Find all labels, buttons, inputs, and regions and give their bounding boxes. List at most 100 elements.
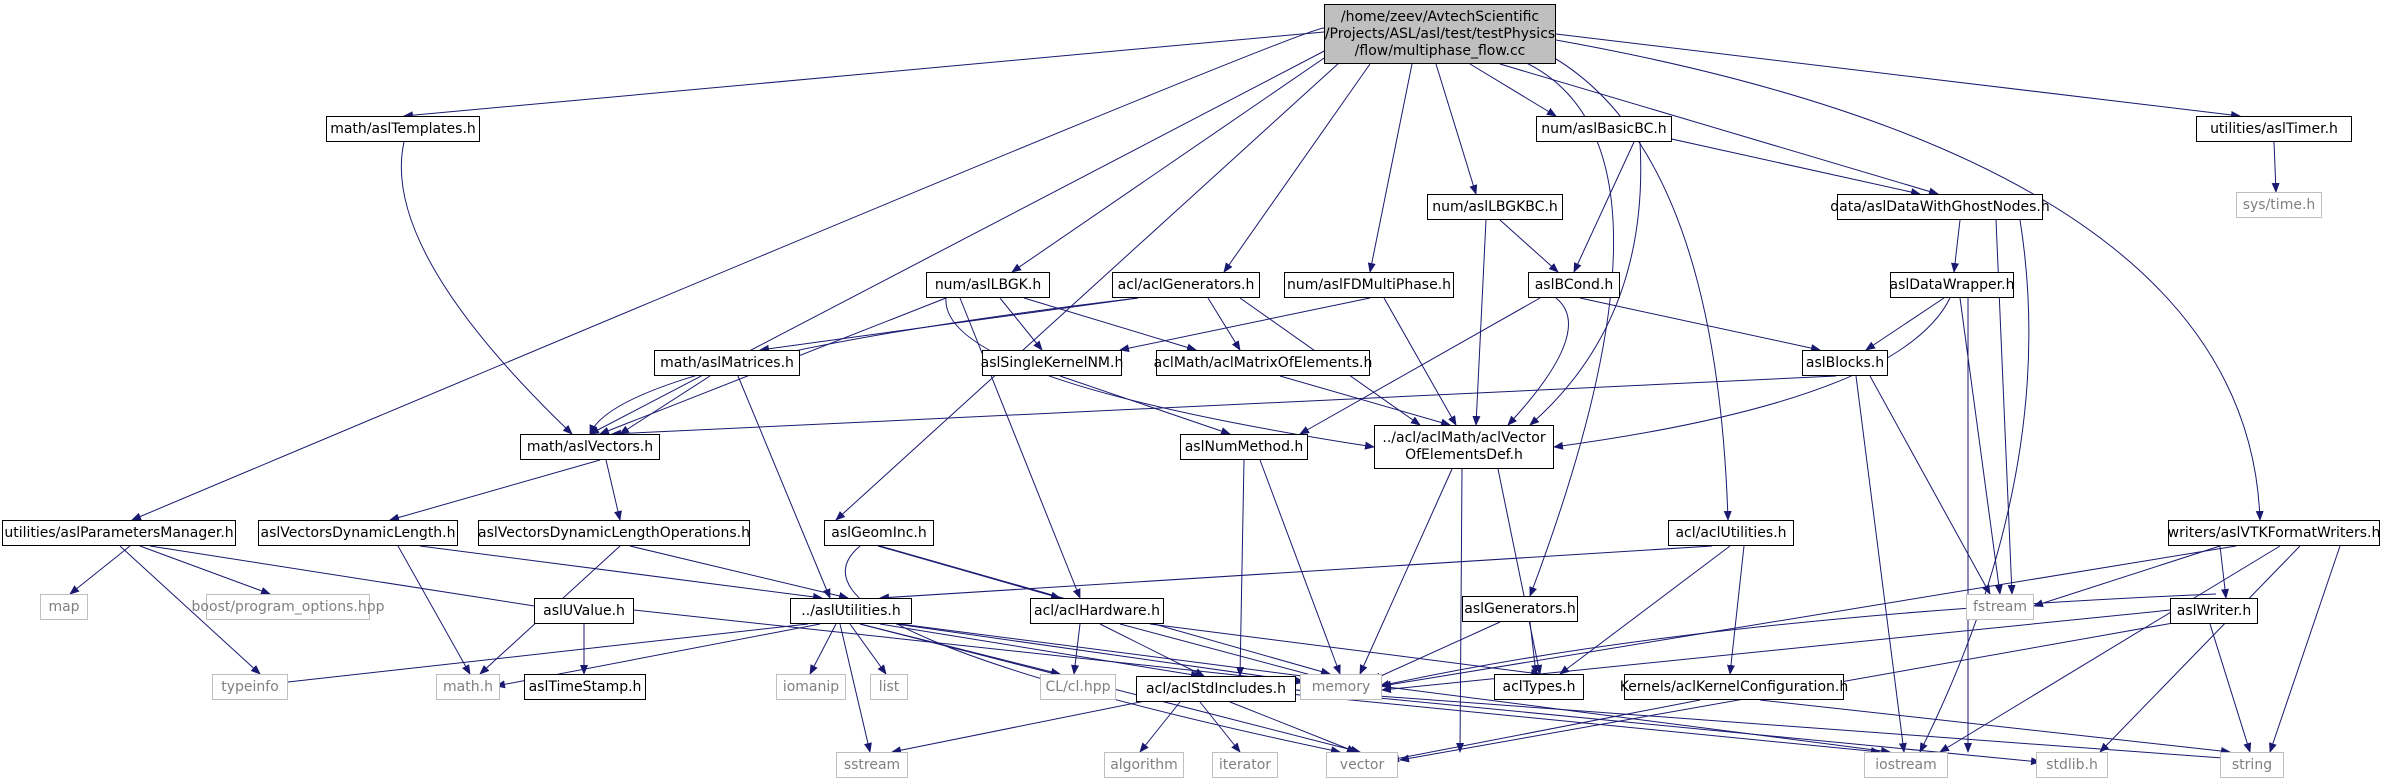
dependency-edge: [1529, 141, 1642, 426]
node-aclTypes-h[interactable]: aclTypes.h: [1494, 674, 1584, 700]
dependency-edge: [1367, 63, 1413, 273]
dependency-edge: [1359, 468, 1453, 675]
dependency-edge: [2219, 545, 2229, 599]
node-aslUValue-h[interactable]: aslUValue.h: [534, 598, 634, 624]
dependency-edge: [1573, 141, 1635, 273]
dependency-edge: [131, 27, 1325, 521]
dependency-edge: [835, 61, 1341, 521]
dependency-edge: [999, 297, 1043, 351]
node-math-aslTemplates-h[interactable]: math/aslTemplates.h: [326, 116, 480, 142]
dependency-edge: [2033, 545, 2221, 608]
node-num-aslBasicBC-h[interactable]: num/aslBasicBC.h: [1536, 116, 1672, 142]
dependency-edge: [1497, 468, 1543, 675]
dependency-edge: [1295, 689, 2251, 764]
dependency-edge: [389, 459, 601, 522]
node-multiphase-flow-cc[interactable]: /home/zeev/AvtechScientific /Projects/AS…: [1324, 4, 1556, 64]
dependency-edge: [959, 297, 1081, 599]
dependency-edge: [849, 623, 887, 675]
node-list: list: [870, 674, 908, 700]
node-typeinfo: typeinfo: [212, 674, 288, 700]
dependency-edge: [1553, 297, 1951, 450]
dependency-edge: [1139, 701, 1181, 753]
node-aslGenerators-h[interactable]: aslGenerators.h: [1462, 596, 1578, 622]
dependency-edge: [69, 545, 131, 595]
dependency-edge: [1499, 219, 1559, 273]
dependency-edge: [1259, 459, 1341, 675]
node-CL-cl-hpp: CL/cl.hpp: [1040, 674, 1116, 700]
dependency-edge: [1472, 219, 1487, 426]
node-aslBlocks-h[interactable]: aslBlocks.h: [1802, 350, 1888, 376]
node-math-aslVectors-h[interactable]: math/aslVectors.h: [520, 434, 660, 460]
dependency-edge: [891, 699, 1151, 755]
node-aslWriter-h[interactable]: aslWriter.h: [2170, 598, 2258, 624]
node-data-aslDataWithGhostNodes-h[interactable]: data/aslDataWithGhostNodes.h: [1830, 194, 2050, 220]
node-aslUtilities-h[interactable]: ../aslUtilities.h: [790, 598, 912, 624]
node-num-aslLBGKBC-h[interactable]: num/aslLBGKBC.h: [1427, 194, 1563, 220]
dependency-edge: [1229, 701, 1357, 753]
dependency-edge: [879, 545, 1713, 602]
node-acl-aclStdIncludes-h[interactable]: acl/aclStdIncludes.h: [1136, 676, 1296, 702]
dependency-edge: [1023, 297, 1197, 352]
dependency-edge: [1519, 59, 1614, 597]
dependency-edge: [1869, 375, 1991, 595]
node-vector: vector: [1326, 752, 1398, 778]
dependency-edge: [1236, 459, 1245, 677]
node-map: map: [40, 594, 88, 620]
dependency-edge: [1639, 131, 1921, 196]
node-aslNumMethod-h[interactable]: aslNumMethod.h: [1180, 434, 1308, 460]
dependency-edge: [2269, 545, 2341, 753]
node-acl-aclUtilities-h[interactable]: acl/aclUtilities.h: [1668, 520, 1794, 546]
node-writers-aslVTKFormatWriters-h[interactable]: writers/aslVTKFormatWriters.h: [2168, 520, 2380, 546]
node-aclVectorOfElementsDef-h[interactable]: ../acl/aclMath/aclVector OfElementsDef.h: [1374, 425, 1554, 469]
node-acl-aclGenerators-h[interactable]: acl/aclGenerators.h: [1112, 272, 1260, 298]
dependency-edge: [1579, 297, 1821, 353]
dependency-edge: [1119, 297, 1371, 353]
dependency-edge: [419, 545, 823, 601]
node-aslVectorsDynamicLength-h[interactable]: aslVectorsDynamicLength.h: [258, 520, 458, 546]
node-math-h: math.h: [436, 674, 500, 700]
dependency-edge: [629, 545, 849, 600]
dependency-edge: [1279, 375, 1451, 427]
dependency-edge: [899, 623, 1891, 755]
node-acl-aclHardware-h[interactable]: acl/aclHardware.h: [1030, 598, 1164, 624]
dependency-edge: [149, 545, 561, 613]
node-aslDataWrapper-h[interactable]: aslDataWrapper.h: [1890, 272, 2014, 298]
node-utilities-aslParametersManager-h[interactable]: utilities/aslParametersManager.h: [2, 520, 236, 546]
dependency-edge: [589, 47, 1331, 435]
dependency-edge: [1529, 621, 1539, 675]
node-utilities-aslTimer-h[interactable]: utilities/aslTimer.h: [2196, 116, 2352, 142]
dependency-edge: [1295, 689, 2041, 766]
node-num-aslLBGK-h[interactable]: num/aslLBGK.h: [926, 272, 1050, 298]
node-aslBCond-h[interactable]: aslBCond.h: [1528, 272, 1620, 298]
dependency-edge: [1071, 623, 1081, 675]
dependency-edge: [1939, 545, 2281, 753]
dependency-edge: [895, 623, 1305, 685]
node-aslTimeStamp-h[interactable]: aslTimeStamp.h: [524, 674, 646, 700]
node-boost-program-options-hpp: boost/program_options.hpp: [192, 594, 384, 620]
node-aslGeomInc-h[interactable]: aslGeomInc.h: [824, 520, 934, 546]
dependency-edge: [1456, 468, 1465, 753]
node-memory: memory: [1300, 674, 1382, 700]
dependency-edge: [1507, 297, 1569, 426]
dependency-edge: [403, 31, 1325, 120]
dependency-edge: [1149, 623, 1541, 677]
node-aslVectorsDynamicLengthOperations-h[interactable]: aslVectorsDynamicLengthOperations.h: [478, 520, 750, 546]
dependency-edge: [397, 545, 471, 675]
node-sstream: sstream: [836, 752, 908, 778]
node-math-aslMatrices-h[interactable]: math/aslMatrices.h: [654, 350, 800, 376]
dependency-edge: [877, 545, 1061, 600]
dependency-edge: [839, 623, 872, 753]
dependency-edge: [605, 459, 622, 521]
node-num-aslFDMultiPhase-h[interactable]: num/aslFDMultiPhase.h: [1284, 272, 1454, 298]
dependency-edge: [400, 141, 573, 435]
node-aslSingleKernelNM-h[interactable]: aslSingleKernelNM.h: [981, 350, 1123, 376]
dependency-edge: [119, 545, 261, 675]
node-Kernels-aclKernelConfiguration-h[interactable]: Kernels/aclKernelConfiguration.h: [1620, 674, 1848, 700]
dependency-edge: [269, 623, 809, 687]
node-stdlib-h: stdlib.h: [2036, 752, 2108, 778]
dependency-edge: [2099, 545, 2301, 753]
node-aclMath-aclMatrixOfElements-h[interactable]: aclMath/aclMatrixOfElements.h: [1154, 350, 1372, 376]
dependency-edge: [611, 375, 1837, 438]
dependency-edge: [1727, 545, 1745, 675]
